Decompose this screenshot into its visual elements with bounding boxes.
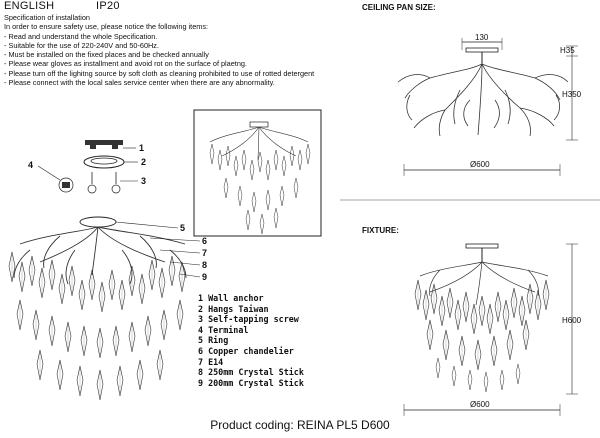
product-code: Product coding: REINA PL5 D600: [210, 418, 390, 432]
spec-line: - Suitable for the use of 220-240V and 5…: [4, 40, 159, 50]
legend-item: 9 200mm Crystal Stick: [198, 377, 304, 388]
product-photo: [193, 109, 322, 237]
fixture-drawing: [403, 243, 578, 416]
exploded-parts-drawing: [8, 140, 201, 401]
dim-fixture-width: Ø600: [470, 400, 490, 409]
legend-item: 6 Copper chandelier: [198, 345, 294, 356]
callout-number: 5: [180, 223, 186, 233]
ceiling-pan-drawing: [397, 38, 578, 176]
spec-title: Specification of installation: [4, 13, 90, 22]
dim-total-height: H350: [562, 90, 582, 99]
legend-item: 5 Ring: [198, 335, 229, 346]
legend-item: 3 Self-tapping screw: [198, 314, 299, 325]
spec-line: In order to ensure safety use, please no…: [4, 22, 209, 32]
spec-line: - Must be installed on the fixed places …: [4, 50, 209, 60]
legend-item: 4 Terminal: [198, 324, 249, 335]
fixture-title: FIXTURE:: [362, 226, 399, 235]
dim-pan-height: H35: [560, 46, 575, 55]
ceiling-pan-title: CEILING PAN SIZE:: [362, 3, 436, 12]
parts-legend: 1 Wall anchor 2 Hangs Taiwan 3 Self-tapp…: [198, 293, 304, 388]
dim-fixture-height: H600: [562, 316, 582, 325]
spec-line: - Read and understand the whole Specific…: [4, 31, 158, 41]
dim-pan-bottom-width: Ø600: [470, 160, 490, 169]
callout-number: 2: [141, 157, 147, 167]
specification-block: Specification of installation In order t…: [4, 13, 344, 87]
callout-number: 1: [139, 143, 145, 153]
callout-number: 7: [202, 248, 208, 258]
callout-number: 6: [202, 236, 208, 246]
callout-number: 9: [202, 272, 208, 282]
callout-number: 3: [141, 176, 147, 186]
legend-item: 8 250mm Crystal Stick: [198, 367, 304, 378]
spec-line: - Please connect with the local sales se…: [4, 78, 275, 88]
legend-item: 1 Wall anchor: [198, 293, 264, 303]
ip-rating-label: IP20: [96, 0, 120, 12]
spec-line: - Please wear gloves as installment and …: [4, 59, 247, 69]
legend-item: 2 Hangs Taiwan: [198, 303, 269, 314]
language-label: ENGLISH: [4, 0, 55, 12]
spec-line: - Please turn off the lighitng source by…: [4, 68, 315, 78]
legend-item: 7 E14: [198, 356, 224, 367]
dim-pan-top-width: 130: [475, 33, 489, 42]
callout-number: 4: [28, 160, 34, 170]
callout-number: 8: [202, 260, 208, 270]
